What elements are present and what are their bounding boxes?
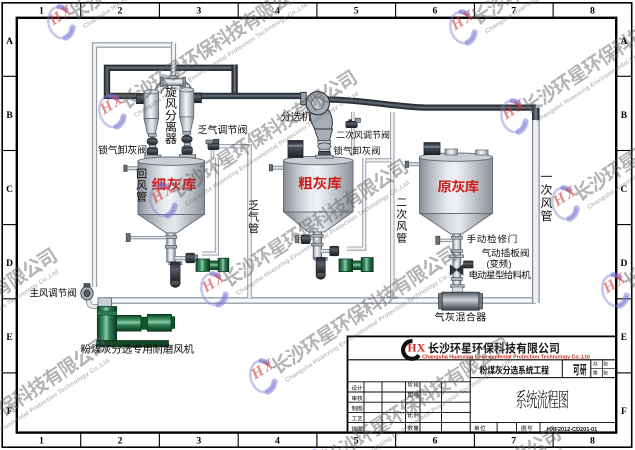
svg-text:3: 3: [196, 435, 201, 446]
svg-text:8: 8: [590, 435, 595, 446]
svg-text:Changsha Huanxing Environmenta: Changsha Huanxing Environmental Protecti…: [422, 354, 590, 360]
svg-text:5: 5: [354, 5, 359, 16]
svg-text:5: 5: [354, 435, 359, 446]
svg-text:F: F: [621, 407, 627, 417]
svg-text:2: 2: [118, 435, 123, 446]
svg-text:A: A: [6, 37, 13, 47]
svg-text:C: C: [6, 185, 13, 195]
svg-text:A: A: [620, 37, 627, 47]
svg-text:3: 3: [196, 5, 201, 16]
svg-text:D: D: [620, 259, 627, 269]
svg-text:2: 2: [118, 5, 123, 16]
svg-text:6: 6: [433, 5, 438, 16]
svg-text:4: 4: [275, 435, 280, 446]
svg-text:B: B: [6, 111, 13, 121]
svg-text:6: 6: [433, 435, 438, 446]
svg-text:D: D: [6, 259, 13, 269]
svg-text:): ): [509, 259, 512, 269]
svg-text:4: 4: [275, 5, 280, 16]
svg-text:7: 7: [511, 435, 516, 446]
svg-text:HX: HX: [408, 342, 426, 354]
svg-text:1: 1: [39, 5, 44, 16]
svg-text:E: E: [6, 333, 12, 343]
svg-text:(: (: [487, 259, 490, 269]
svg-text:B: B: [621, 111, 628, 121]
svg-text:E: E: [621, 333, 627, 343]
svg-text:C: C: [620, 185, 627, 195]
svg-text:8: 8: [590, 5, 595, 16]
svg-text:1: 1: [39, 435, 44, 446]
svg-text:HXF2012-CD201-01: HXF2012-CD201-01: [547, 427, 598, 433]
svg-text:7: 7: [511, 5, 516, 16]
